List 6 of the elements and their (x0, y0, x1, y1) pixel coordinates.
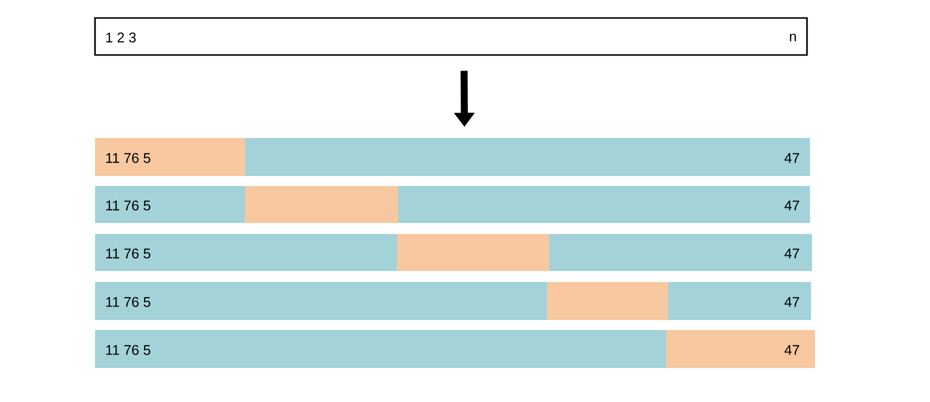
bar: 11 76 5 47 (95, 186, 810, 223)
bar: 11 76 5 47 (95, 234, 812, 271)
bar: 11 76 5 47 (95, 330, 815, 368)
bar: 11 76 5 47 (95, 282, 811, 320)
bar: 11 76 5 47 (95, 138, 810, 176)
input-box: 1 2 3 n (94, 17, 808, 56)
